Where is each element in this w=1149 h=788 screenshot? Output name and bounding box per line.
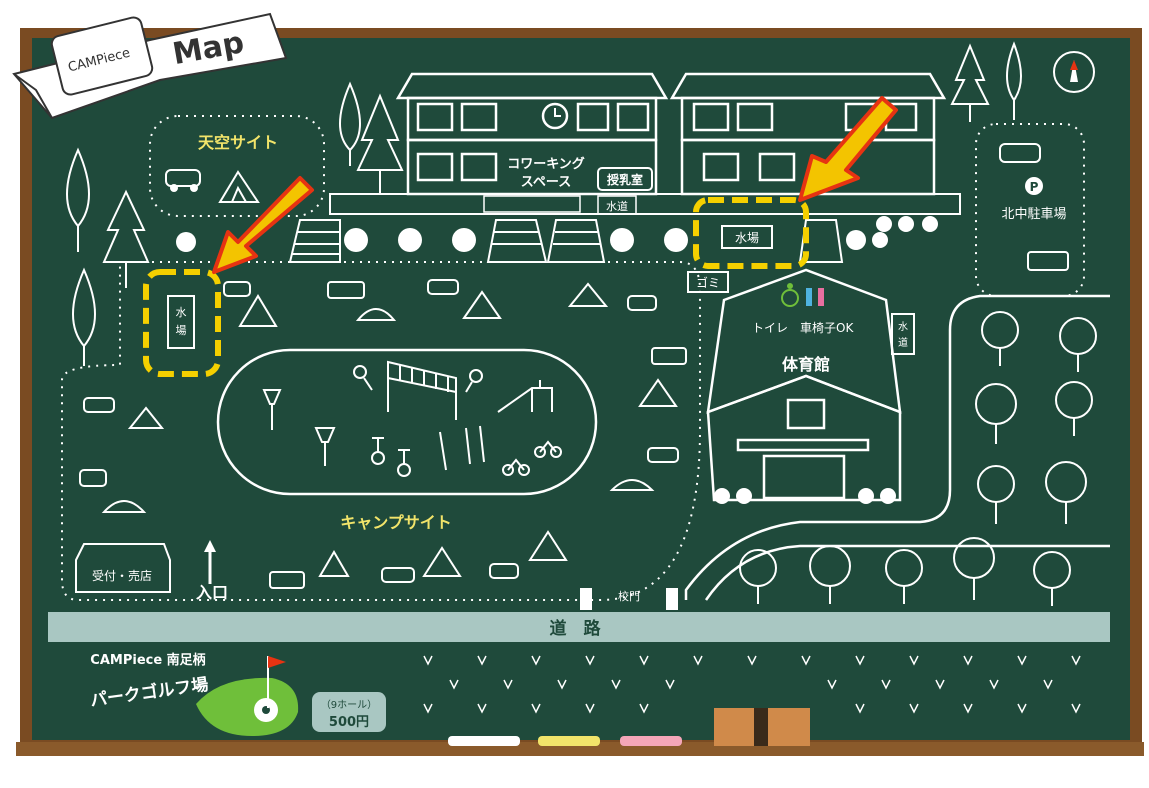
slide [497,380,553,413]
golf-price-label: 500円 [329,715,369,730]
car-icon [79,279,687,589]
tree-icon [739,311,1097,606]
gym-shrubs [714,488,896,504]
bicycle-icon [502,440,562,476]
shrubs [176,216,938,252]
right-path [684,294,1110,600]
eraser-icon[interactable] [714,708,810,746]
water-tap-box-2 [891,313,915,355]
kendama-icon [262,389,336,466]
trash-label: ゴミ [696,275,720,290]
water-left-highlight [143,269,221,377]
entrance-label: 入口 [196,583,228,602]
coworking-label-2: スペース [521,175,571,190]
wheelchair-icon [781,283,799,307]
stilts-icon [439,425,485,471]
toilet-icon [806,288,824,306]
volleyball-net [387,360,457,420]
golf-course [196,656,299,736]
gate-post-left [580,588,592,610]
arrow-right-icon [798,96,898,202]
chalk-icon[interactable] [620,736,682,746]
school-gate-label: 校門 [618,589,640,603]
compass-icon [1053,51,1095,93]
chalk-tray [16,742,1144,756]
tent-icon [218,170,260,203]
north-parking-area [975,123,1085,297]
water-left-box [167,295,195,349]
water-right-label: 水場 [735,231,759,245]
water-tap-label-2-b: 道 [898,336,908,349]
nursing-room-label: 授乳室 [607,172,643,187]
clock-icon [541,102,569,130]
car-icon [165,169,201,192]
water-tap-label-1: 水道 [606,199,628,213]
parking-icon: P [1025,177,1043,195]
arrow-left-icon [212,176,314,274]
tenku-site-label: 天空サイト [198,133,278,152]
water-right-highlight [693,197,809,269]
gym-label: 体育館 [782,355,830,374]
water-right-box [721,225,773,249]
road [48,612,1110,642]
golf-price-box [312,692,386,732]
svg-text:P: P [1030,180,1039,194]
tenku-site-area [149,115,325,217]
unicycle-icon [371,437,411,477]
school-terrace [288,193,961,263]
right-path-2 [704,544,1110,601]
golf-brand-label: CAMPiece 南足柄 [90,652,205,668]
tent-icon [101,282,678,577]
nursing-room-box [597,167,653,191]
coworking-label-1: コワーキング [507,156,585,172]
grass-pattern [423,655,1081,714]
reception-label: 受付・売店 [92,568,152,583]
title-banner: CAMPiece Map [12,12,288,120]
road-label: 道 路 [550,618,602,639]
water-left-label-1: 水 [176,306,187,319]
playground-track [216,348,598,496]
gymnasium [706,268,902,502]
reception-building [75,543,171,593]
car-icon [999,143,1069,271]
trash-box [687,271,729,293]
chalk-icon[interactable] [448,736,520,746]
wheelchair-label: 車椅子OK [800,321,854,335]
water-left-label-2: 場 [176,324,187,337]
north-parking-label: 北中駐車場 [1001,207,1066,222]
chalk-icon[interactable] [538,736,600,746]
flower-bed [483,195,581,213]
campsite-area [61,261,701,601]
toilet-label: トイレ [752,321,788,335]
tree-icon [66,41,1022,366]
badminton-icon [353,365,483,393]
campsite-label: キャンプサイト [340,513,452,532]
gate-post-right [666,588,678,610]
golf-holes-label: （9ホール） [321,699,377,711]
water-tap-label-2-a: 水 [898,321,908,333]
